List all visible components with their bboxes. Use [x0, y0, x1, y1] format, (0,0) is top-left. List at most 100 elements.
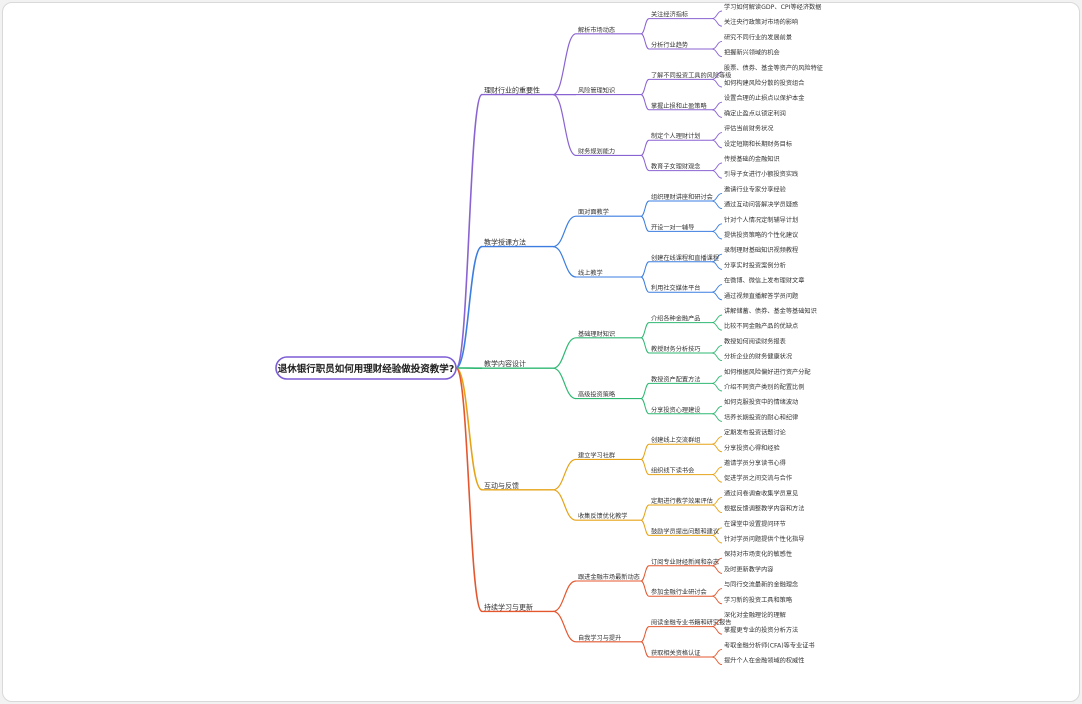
sub-node-label[interactable]: 关注经济指标 [651, 11, 688, 19]
leaf-node-label[interactable]: 确定止盈点以锁定利润 [724, 109, 786, 117]
connector-line [552, 94, 577, 156]
sub-node-label[interactable]: 鼓励学员提出问题和建议 [651, 527, 720, 535]
leaf-node-label[interactable]: 如何根据风险偏好进行资产分配 [724, 368, 811, 376]
group-node-label[interactable]: 风险管理知识 [578, 87, 615, 95]
group-node-label[interactable]: 基础理财知识 [578, 330, 615, 338]
sub-node-label[interactable]: 分享投资心理建设 [651, 406, 701, 414]
leaf-node-label[interactable]: 定期发布投资话题讨论 [724, 429, 787, 437]
connector-line [711, 595, 723, 605]
connector-line [552, 610, 577, 643]
leaf-node-label[interactable]: 比较不同金融产品的优缺点 [724, 322, 798, 330]
sub-node-label[interactable]: 了解不同投资工具的风险等级 [651, 71, 731, 79]
leaf-node-label[interactable]: 录制理财基础知识视频教程 [724, 246, 798, 254]
sub-node-label[interactable]: 组织理财讲座和研讨会 [651, 193, 713, 201]
leaf-node-label[interactable]: 与同行交流最新的金融理念 [724, 581, 798, 589]
leaf-node-label[interactable]: 及时更新教学内容 [724, 565, 774, 573]
group-node-label[interactable]: 线上教学 [578, 269, 603, 277]
connector-line [711, 48, 723, 58]
leaf-node-label[interactable]: 提供投资策略的个性化建议 [724, 231, 799, 239]
leaf-node-label[interactable]: 设定短期和长期财务目标 [724, 140, 792, 148]
leaf-node-label[interactable]: 促进学员之间交流与合作 [724, 474, 792, 482]
connector-line [711, 223, 723, 232]
sub-node-label[interactable]: 阅读金融专业书籍和研究报告 [651, 619, 731, 627]
connector-line [711, 109, 723, 118]
connector-line [711, 565, 723, 574]
leaf-node-label[interactable]: 深化对金融理论的理解 [724, 611, 786, 619]
branch-node-label[interactable]: 教学授课方法 [484, 238, 526, 247]
leaf-node-label[interactable]: 教授如何阅读财务报表 [724, 337, 786, 345]
sub-node-label[interactable]: 创建线上交流群组 [651, 436, 701, 444]
leaf-node-label[interactable]: 培养长期投资的耐心和纪律 [724, 413, 798, 421]
leaf-node-label[interactable]: 把握新兴领域的机会 [724, 49, 780, 57]
connector-line [552, 489, 577, 521]
leaf-node-label[interactable]: 在课堂中设置提问环节 [724, 520, 786, 528]
sub-node-label[interactable]: 掌握止损和止盈策略 [651, 102, 707, 110]
leaf-node-label[interactable]: 邀请行业专家分享经验 [724, 185, 787, 193]
leaf-node-label[interactable]: 提升个人在金融领域的权威性 [724, 657, 804, 665]
group-node-label[interactable]: 解析市场动态 [578, 26, 615, 34]
connector-line [711, 322, 723, 331]
leaf-node-label[interactable]: 根据反馈调整教学内容和方法 [724, 505, 804, 513]
connector-line [552, 33, 577, 96]
connector-line [711, 382, 723, 392]
leaf-node-label[interactable]: 在微博、微信上发布理财文章 [724, 277, 804, 285]
leaf-node-label[interactable]: 保持对市场变化的敏感性 [724, 550, 792, 558]
leaf-node-label[interactable]: 介绍不同资产类别的配置比例 [724, 383, 804, 391]
group-node-label[interactable]: 收集反馈优化教学 [578, 512, 628, 520]
leaf-node-label[interactable]: 考取金融分析师(CFA)等专业证书 [724, 641, 815, 649]
leaf-node-label[interactable]: 关注央行政策对市场的影响 [724, 18, 798, 26]
branch-node-label[interactable]: 教学内容设计 [484, 359, 526, 368]
group-node-label[interactable]: 自我学习与提升 [578, 634, 621, 642]
sub-node-label[interactable]: 组织线下读书会 [651, 467, 694, 475]
sub-node-label[interactable]: 教授财务分析技巧 [651, 345, 701, 353]
leaf-node-label[interactable]: 传授基础的金融知识 [724, 155, 780, 163]
leaf-node-label[interactable]: 如何构建风险分散的投资组合 [724, 79, 804, 87]
sub-node-label[interactable]: 教授资产配置方法 [651, 375, 701, 383]
sub-node-label[interactable]: 分析行业趋势 [651, 41, 688, 49]
leaf-node-label[interactable]: 分享投资心得和经验 [724, 444, 780, 452]
group-node-label[interactable]: 跟进金融市场最新动态 [578, 573, 640, 581]
connector-line [640, 458, 650, 476]
leaf-node-label[interactable]: 股票、债券、基金等资产的风险特征 [724, 64, 823, 72]
root-node[interactable]: 退休银行职员如何用理财经验做投资教学? [275, 356, 457, 380]
sub-node-label[interactable]: 介绍各种金融产品 [651, 315, 701, 323]
leaf-node-label[interactable]: 如何克服投资中的情绪波动 [724, 398, 798, 406]
leaf-node-label[interactable]: 掌握更专业的投资分析方法 [724, 626, 798, 634]
sub-node-label[interactable]: 创建在线课程和直播课程 [651, 254, 719, 262]
leaf-node-label[interactable]: 通过问卷调查收集学员意见 [724, 489, 798, 497]
group-node-label[interactable]: 建立学习社群 [578, 451, 615, 459]
leaf-node-label[interactable]: 分析企业的财务健康状况 [724, 353, 792, 361]
branch-node-label[interactable]: 持续学习与更新 [484, 602, 533, 611]
sub-node-label[interactable]: 获取相关资格认证 [651, 649, 701, 657]
group-node-label[interactable]: 财务规划能力 [578, 147, 615, 155]
leaf-node-label[interactable]: 针对个人情况定制辅导计划 [724, 216, 798, 224]
connector-line [711, 466, 723, 476]
leaf-node-label[interactable]: 评估当前财务状况 [724, 125, 774, 133]
sub-node-label[interactable]: 利用社交媒体平台 [651, 284, 701, 292]
sub-node-label[interactable]: 定期进行教学效果评估 [651, 497, 713, 505]
sub-node-label[interactable]: 开设一对一辅导 [651, 223, 694, 231]
branch-node-label[interactable]: 互动与反馈 [484, 481, 519, 490]
leaf-node-label[interactable]: 通过互动问答解决学员疑惑 [724, 201, 798, 209]
connector-line [640, 78, 650, 96]
connector-line [711, 504, 723, 514]
group-node-label[interactable]: 高级投资策略 [578, 391, 616, 399]
leaf-node-label[interactable]: 讲解储蓄、债券、基金等基础知识 [724, 307, 817, 315]
leaf-node-label[interactable]: 邀请学员分享读书心得 [724, 459, 786, 467]
leaf-node-label[interactable]: 引导子女进行小额投资实践 [724, 170, 798, 178]
leaf-node-label[interactable]: 学习如何解读GDP、CPI等经济数据 [724, 3, 821, 11]
leaf-node-label[interactable]: 学习新的投资工具和策略 [724, 596, 793, 604]
sub-node-label[interactable]: 参加金融行业研讨会 [651, 588, 707, 596]
group-node-label[interactable]: 面对面教学 [578, 208, 609, 216]
leaf-node-label[interactable]: 通过视频直播解答学员问题 [724, 292, 798, 300]
leaf-node-label[interactable]: 研究不同行业的发展前景 [724, 33, 792, 41]
sub-node-label[interactable]: 教育子女理财观念 [651, 163, 701, 171]
leaf-node-label[interactable]: 分享实时投资案例分析 [724, 261, 786, 269]
leaf-node-label[interactable]: 设置合理的止损点以保护本金 [724, 94, 805, 102]
connector-line [711, 626, 723, 635]
branch-node-label[interactable]: 理财行业的重要性 [484, 86, 540, 95]
sub-node-label[interactable]: 制定个人理财计划 [651, 132, 701, 140]
sub-node-label[interactable]: 订阅专业财经新闻和杂志 [651, 558, 719, 566]
leaf-node-label[interactable]: 针对学员问题提供个性化指导 [724, 535, 804, 543]
